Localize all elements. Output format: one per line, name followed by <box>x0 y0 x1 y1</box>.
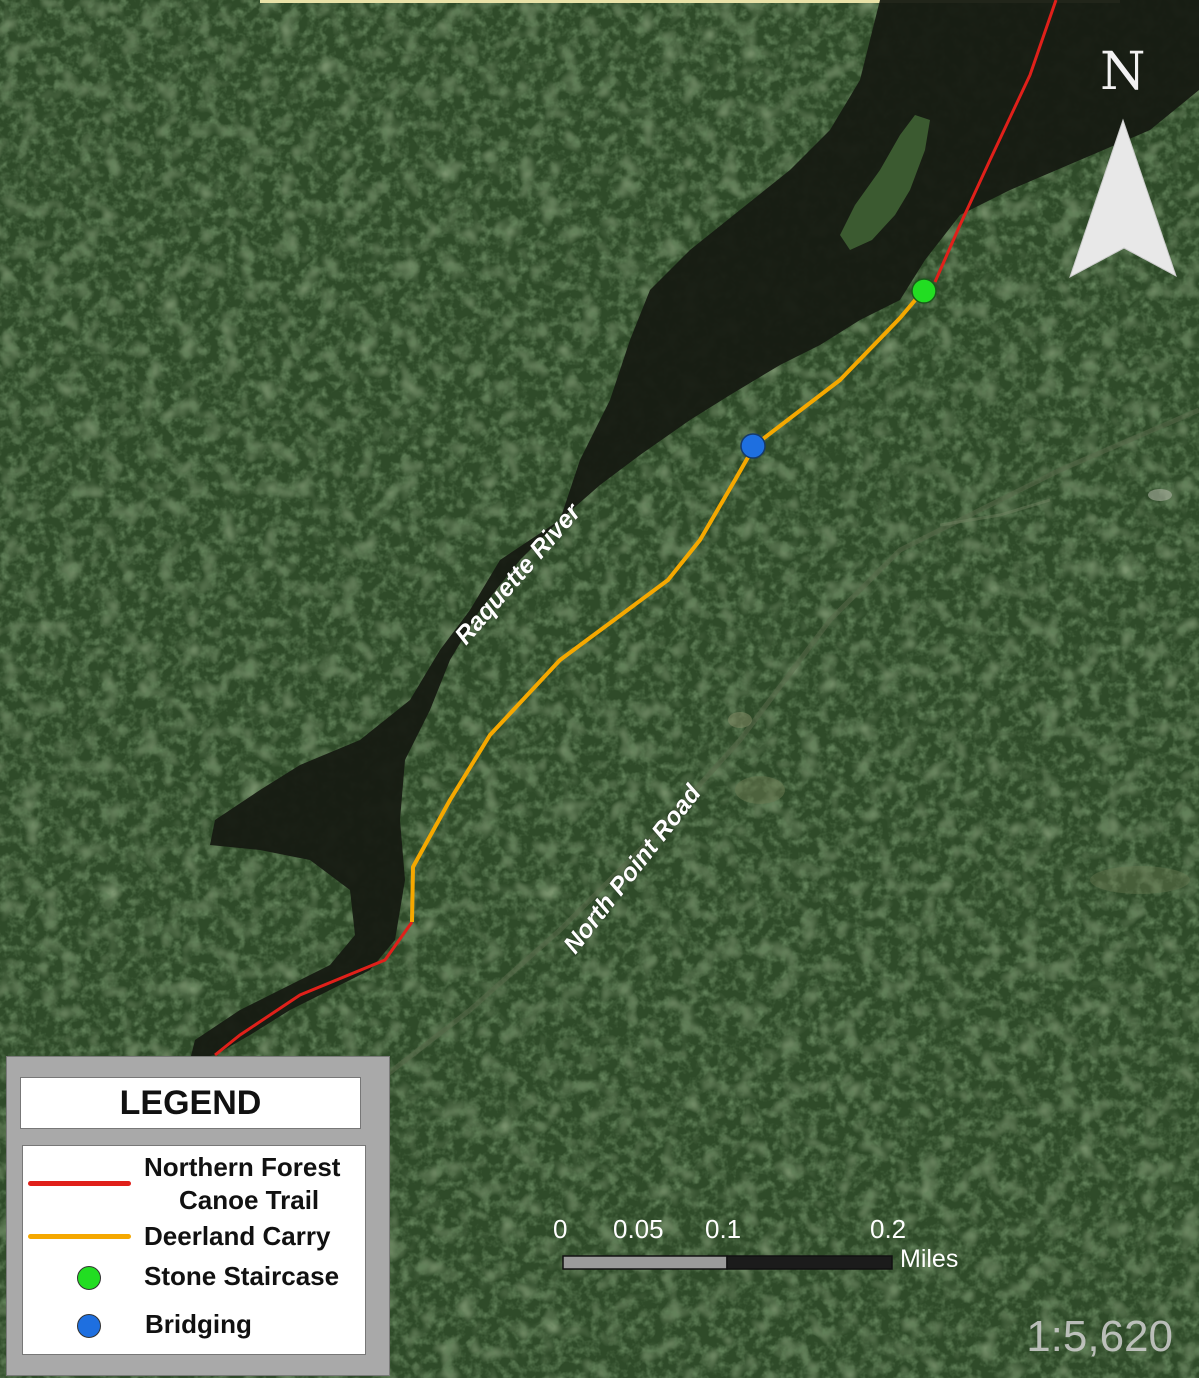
legend-bridging-symbol <box>77 1314 101 1338</box>
deerland-carry-trail <box>410 290 924 923</box>
scale-ratio: 1:5,620 <box>1026 1312 1173 1361</box>
legend-carry-symbol <box>28 1234 131 1239</box>
legend-canoe-trail-label-2: Canoe Trail <box>179 1185 320 1215</box>
bridging-point <box>740 433 766 459</box>
legend-title: LEGEND <box>20 1077 361 1129</box>
raquette-river <box>190 0 1199 1060</box>
scale-tick-0: 0 <box>553 1214 568 1244</box>
scale-tick-0-05: 0.05 <box>613 1214 664 1244</box>
canoe-trail-north <box>933 0 1058 283</box>
scale-bar-filled <box>562 1255 728 1270</box>
legend-carry-label: Deerland Carry <box>144 1221 331 1251</box>
north-point-road <box>378 407 1199 1082</box>
legend-bridging-label: Bridging <box>145 1309 252 1339</box>
river-island <box>840 115 930 250</box>
scale-bar-empty <box>726 1255 893 1270</box>
legend-canoe-trail-symbol <box>28 1181 131 1186</box>
legend-body: Northern Forest Canoe Trail Deerland Car… <box>22 1145 366 1355</box>
stone-staircase-point <box>911 278 937 304</box>
scale-units: Miles <box>900 1245 959 1273</box>
scale-tick-0-2: 0.2 <box>870 1214 907 1244</box>
legend-staircase-symbol <box>77 1266 101 1290</box>
legend-canoe-trail-label-1: Northern Forest <box>144 1152 341 1182</box>
north-letter: N <box>1100 42 1146 102</box>
north-arrow-icon <box>1069 118 1177 279</box>
legend-staircase-label: Stone Staircase <box>144 1261 340 1291</box>
canoe-trail-south <box>214 921 414 1057</box>
scale-tick-0-1: 0.1 <box>705 1214 742 1244</box>
